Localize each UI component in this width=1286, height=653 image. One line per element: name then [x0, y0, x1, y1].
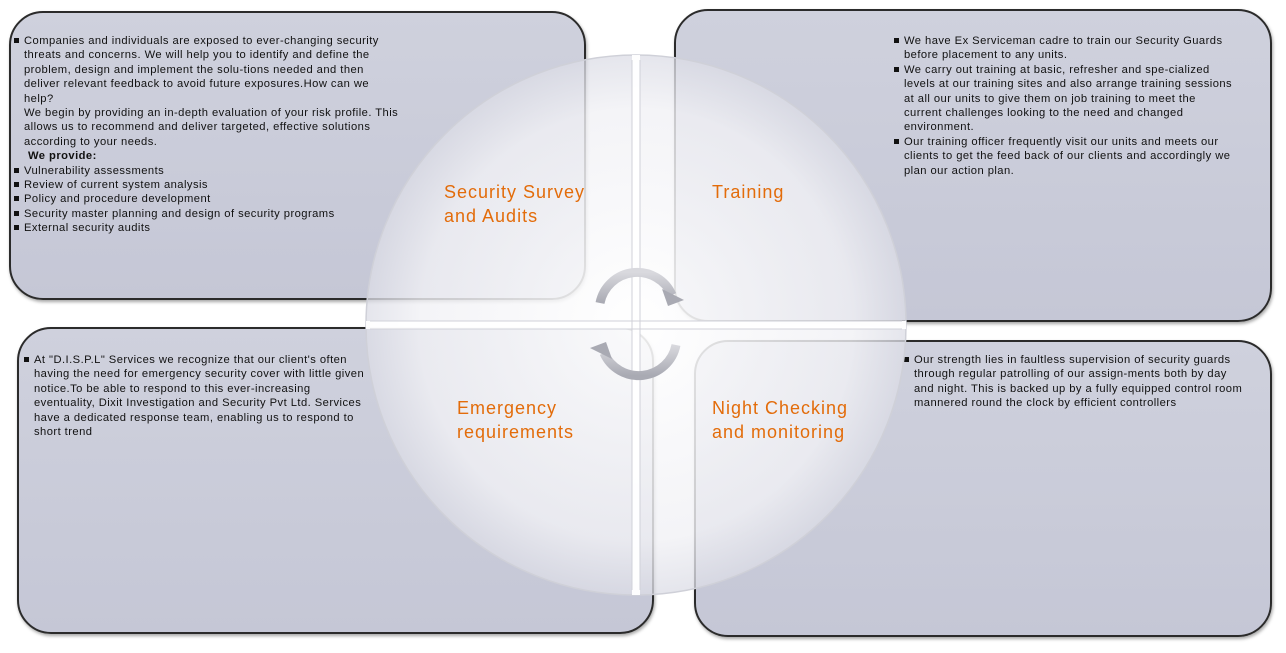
night-list-item: Our strength lies in faultless supervisi…	[904, 353, 1244, 411]
training-description: We have Ex Serviceman cadre to train our…	[894, 34, 1234, 178]
training-list-item: We have Ex Serviceman cadre to train our…	[894, 34, 1234, 63]
survey-description: Companies and individuals are exposed to…	[14, 34, 399, 236]
survey-title: Security Survey and Audits	[444, 182, 586, 226]
survey-intro-continuation: We begin by providing an in-depth evalua…	[24, 107, 399, 148]
survey-list-item: External security audits	[14, 221, 399, 235]
survey-list-item: Vulnerability assessments	[14, 164, 399, 178]
training-title: Training	[712, 182, 785, 202]
night-title: Night Checking and monitoring	[712, 398, 849, 442]
training-list-item: We carry out training at basic, refreshe…	[894, 63, 1234, 135]
survey-provide-heading: We provide:	[28, 150, 97, 163]
training-list-item: Our training officer frequently visit ou…	[894, 135, 1234, 178]
night-description: Our strength lies in faultless supervisi…	[904, 353, 1244, 411]
survey-list-item: Security master planning and design of s…	[14, 207, 399, 221]
survey-list-item: Policy and procedure development	[14, 192, 399, 206]
survey-intro-item: Companies and individuals are exposed to…	[14, 34, 399, 106]
emergency-list-item: At "D.I.S.P.L" Services we recognize tha…	[24, 353, 369, 439]
emergency-title: Emergency requirements	[457, 398, 575, 442]
emergency-description: At "D.I.S.P.L" Services we recognize tha…	[24, 353, 369, 439]
survey-list-item: Review of current system analysis	[14, 178, 399, 192]
